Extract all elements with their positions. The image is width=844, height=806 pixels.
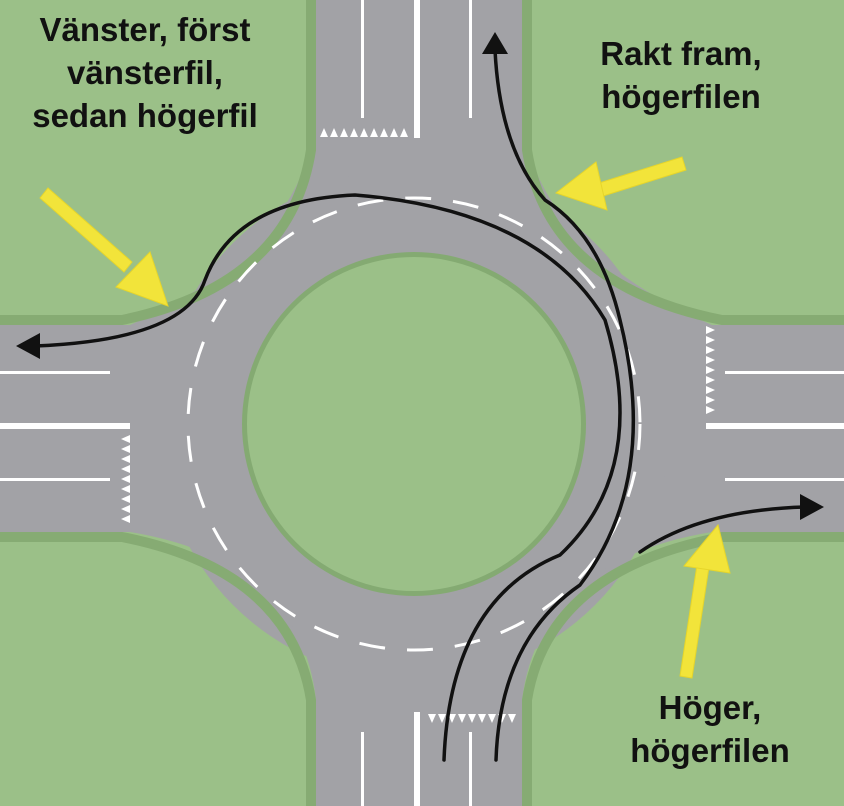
arrowhead-right-icon: [800, 494, 824, 520]
yield-triangle: [121, 505, 130, 513]
yield-triangle: [438, 714, 446, 723]
lane-divider-circle: [186, 196, 642, 652]
callout-arrow-right-icon: [679, 523, 731, 679]
central-island: [247, 257, 581, 591]
yield-triangle: [121, 455, 130, 463]
callout-arrows: [39, 156, 731, 679]
yield-triangle: [706, 366, 715, 374]
yield-triangle: [121, 475, 130, 483]
yield-triangle: [478, 714, 486, 723]
yield-triangle: [508, 714, 516, 723]
yield-triangle: [428, 714, 436, 723]
label-left-turn: Vänster, först vänsterfil, sedan högerfi…: [2, 8, 288, 137]
label-right-turn-line1: Höger,: [658, 689, 762, 726]
label-right-turn-line2: högerfilen: [630, 732, 790, 769]
label-straight-line2: högerfilen: [601, 78, 761, 115]
yield-triangle: [706, 356, 715, 364]
arrowhead-up-icon: [482, 32, 508, 54]
label-straight-line1: Rakt fram,: [600, 35, 762, 72]
path-straight: [493, 48, 636, 762]
yield-triangle: [706, 326, 715, 334]
yield-triangle: [121, 515, 130, 523]
yield-triangle: [320, 128, 328, 137]
yield-triangle: [706, 396, 715, 404]
arrowhead-left-icon: [16, 333, 40, 359]
yield-triangle: [400, 128, 408, 137]
yield-triangle: [488, 714, 496, 723]
path-left-turn: [33, 193, 622, 762]
yield-triangle: [340, 128, 348, 137]
yield-triangle: [121, 485, 130, 493]
yield-triangle: [121, 495, 130, 503]
yield-triangle: [706, 406, 715, 414]
driving-paths: [33, 48, 807, 762]
yield-triangle: [121, 435, 130, 443]
callout-arrow-left-icon: [39, 187, 169, 307]
yield-triangle: [458, 714, 466, 723]
yield-triangle: [448, 714, 456, 723]
path-right-turn: [638, 505, 807, 554]
label-straight: Rakt fram, högerfilen: [560, 32, 802, 118]
yield-triangle: [330, 128, 338, 137]
yield-triangle: [468, 714, 476, 723]
yield-triangle: [370, 128, 378, 137]
callout-arrow-straight-icon: [554, 156, 687, 211]
yield-triangle: [121, 445, 130, 453]
path-arrowheads: [16, 32, 824, 520]
yield-triangle: [360, 128, 368, 137]
yield-triangle: [706, 346, 715, 354]
yield-triangle: [706, 386, 715, 394]
yield-triangle: [350, 128, 358, 137]
label-right-turn: Höger, högerfilen: [590, 686, 830, 772]
yield-markings: [121, 128, 715, 723]
label-left-turn-line3: sedan högerfil: [32, 97, 258, 134]
label-left-turn-line1: Vänster, först: [39, 11, 251, 48]
yield-triangle: [390, 128, 398, 137]
yield-triangle: [706, 336, 715, 344]
yield-triangle: [121, 465, 130, 473]
yield-triangle: [380, 128, 388, 137]
yield-triangle: [706, 376, 715, 384]
label-left-turn-line2: vänsterfil,: [67, 54, 223, 91]
